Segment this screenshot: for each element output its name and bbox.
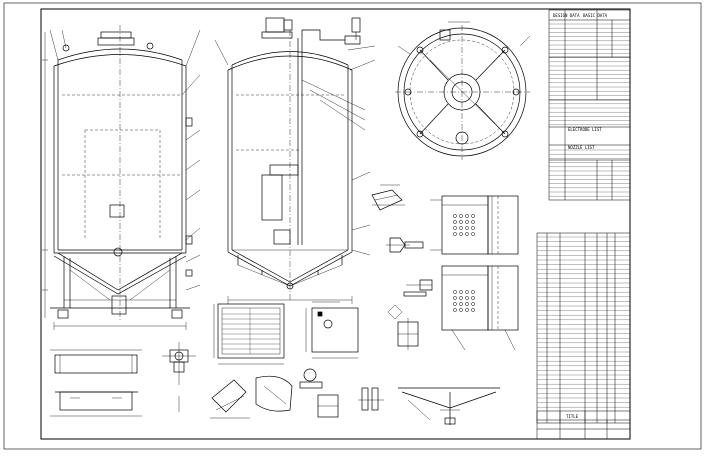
nameplate-rows bbox=[222, 308, 280, 354]
bolt-hole bbox=[459, 232, 463, 236]
bolt-hole bbox=[465, 308, 469, 312]
title-block bbox=[536, 410, 631, 440]
bolt-hole bbox=[453, 214, 457, 218]
bolt-hole bbox=[465, 214, 469, 218]
bolt-grid-upper bbox=[453, 214, 475, 236]
detail-bottom-cluster bbox=[210, 368, 384, 419]
bolt-hole bbox=[453, 226, 457, 230]
spec-section-nozzle: NOZZLE LIST bbox=[568, 145, 595, 150]
detail-fittings bbox=[386, 237, 433, 350]
bolt-grid-lower bbox=[453, 290, 475, 312]
bolt-hole bbox=[453, 290, 457, 294]
bolt-hole bbox=[459, 302, 463, 306]
spec-table-rows bbox=[549, 23, 630, 197]
bolt-hole bbox=[465, 232, 469, 236]
parts-list-table bbox=[536, 232, 631, 424]
title-block-label: TITLE bbox=[566, 414, 579, 419]
bolt-hole bbox=[453, 296, 457, 300]
bolt-hole bbox=[465, 290, 469, 294]
tank-elevation-left bbox=[42, 25, 201, 330]
detail-plate-lower bbox=[441, 265, 519, 351]
detail-channel-bracket bbox=[50, 349, 142, 417]
bolt-hole bbox=[459, 290, 463, 294]
bolt-hole bbox=[465, 220, 469, 224]
tank-section-middle bbox=[214, 17, 376, 304]
bolt-hole bbox=[471, 232, 475, 236]
detail-plate-upper bbox=[430, 195, 519, 255]
bolt-hole bbox=[459, 214, 463, 218]
bolt-hole bbox=[465, 226, 469, 230]
bolt-hole bbox=[471, 220, 475, 224]
detail-nameplate bbox=[213, 303, 285, 365]
bolt-hole bbox=[471, 226, 475, 230]
detail-square-flange bbox=[305, 301, 359, 359]
bolt-hole bbox=[471, 302, 475, 306]
spec-section-electrode: ELECTRODE LIST bbox=[568, 127, 602, 132]
detail-valve bbox=[162, 342, 196, 412]
outer-border bbox=[3, 2, 702, 450]
bolt-hole bbox=[471, 308, 475, 312]
bolt-hole bbox=[471, 214, 475, 218]
detail-cone-support bbox=[398, 387, 500, 425]
bolt-hole bbox=[453, 232, 457, 236]
parts-list-rows bbox=[537, 236, 630, 408]
bolt-hole bbox=[459, 226, 463, 230]
bolt-hole bbox=[459, 296, 463, 300]
bolt-hole bbox=[459, 308, 463, 312]
spec-header-design: DESIGN DATA bbox=[553, 13, 580, 18]
spec-table bbox=[548, 9, 631, 201]
inner-border bbox=[40, 8, 631, 440]
bolt-hole bbox=[471, 290, 475, 294]
spec-header-basic: BASIC DATA bbox=[583, 13, 608, 18]
bolt-hole bbox=[465, 296, 469, 300]
detail-gusset bbox=[371, 184, 405, 211]
bolt-hole bbox=[453, 308, 457, 312]
bolt-hole bbox=[453, 302, 457, 306]
bolt-hole bbox=[453, 220, 457, 224]
tank-plan-view bbox=[395, 21, 531, 160]
bolt-hole bbox=[465, 302, 469, 306]
bolt-hole bbox=[459, 220, 463, 224]
bolt-hole bbox=[471, 296, 475, 300]
